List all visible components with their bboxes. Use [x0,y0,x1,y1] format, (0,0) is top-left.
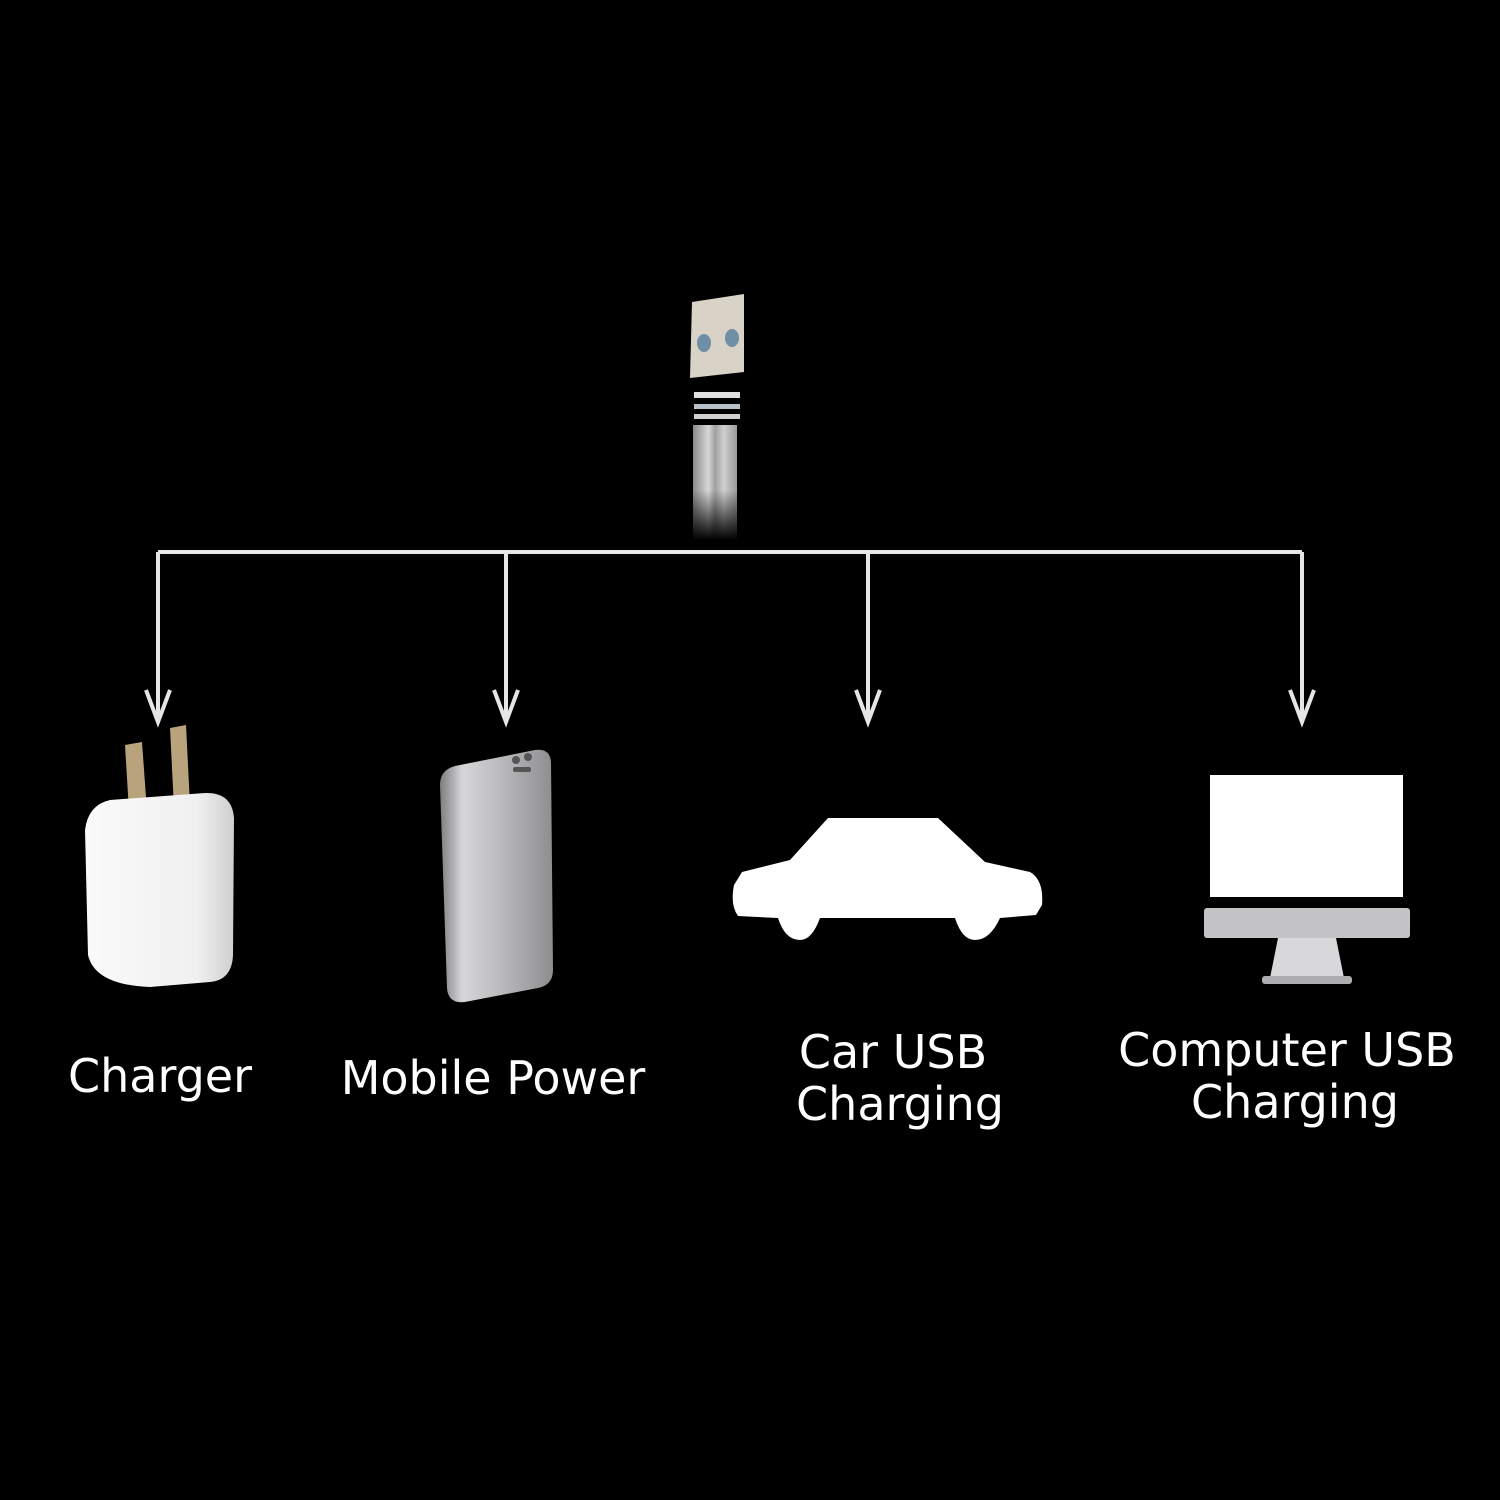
label-charger: Charger [68,1049,252,1103]
car-icon [732,818,1043,940]
arrow-icon [1288,689,1316,728]
wall-charger-icon [85,725,234,987]
power-bank-icon [440,749,553,1003]
label-computer-usb-line1: Computer USB [1118,1023,1456,1077]
label-mobile-power: Mobile Power [341,1051,646,1105]
connector-lines [156,550,1304,718]
arrow-icon [492,689,520,728]
computer-monitor-icon [1204,775,1410,984]
arrow-icon [854,689,882,728]
usb-connector-icon [690,294,744,540]
arrow-icon [144,689,172,728]
label-car-usb-line1: Car USB [799,1025,987,1079]
label-car-usb-line2: Charging [796,1077,1004,1131]
arrowheads [144,689,1316,728]
label-computer-usb-line2: Charging [1191,1075,1399,1129]
